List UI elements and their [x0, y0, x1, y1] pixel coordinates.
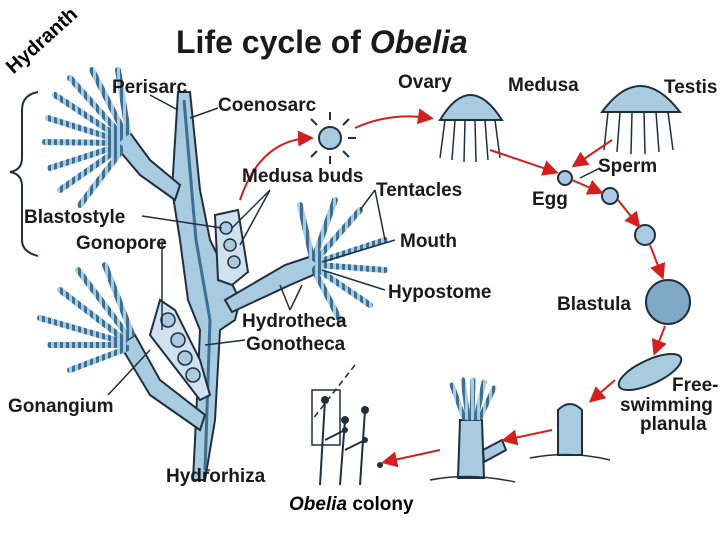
label-gonopore: Gonopore: [76, 233, 167, 254]
young-polyp: [429, 377, 516, 483]
label-testis: Testis: [664, 77, 718, 98]
label-gonotheca: Gonotheca: [246, 334, 346, 355]
medusa-testis: [600, 85, 683, 155]
diagram-title: Life cycle of Obelia: [176, 24, 468, 61]
upper-hydranth: [42, 67, 182, 208]
planula-larva: [617, 352, 683, 392]
label-ovary: Ovary: [398, 72, 452, 93]
label-tentacles: Tentacles: [376, 180, 463, 201]
gonangium: [148, 298, 212, 402]
label-obelia-colony: Obelia colony: [289, 494, 414, 516]
label-free: Free-: [672, 375, 719, 396]
egg-cell: [557, 170, 573, 186]
settled-planula: [529, 403, 611, 461]
label-egg: Egg: [532, 189, 568, 210]
label-blastula: Blastula: [557, 294, 631, 315]
colony-suffix: colony: [347, 494, 414, 515]
label-mouth: Mouth: [400, 231, 457, 252]
title-genus: Obelia: [369, 24, 468, 60]
leader-lines: [107, 94, 601, 471]
title-prefix: Life cycle of: [176, 24, 370, 60]
label-medusa: Medusa: [508, 75, 579, 96]
label-blastostyle: Blastostyle: [24, 207, 126, 228]
obelia-colony: [311, 389, 383, 486]
blastula-cell: [645, 279, 691, 325]
label-hydrorhiza: Hydrorhiza: [166, 466, 266, 487]
label-perisarc: Perisarc: [112, 77, 188, 98]
cycle-arrows: [239, 108, 667, 468]
label-coenosarc: Coenosarc: [218, 95, 317, 116]
colony-genus: Obelia: [289, 494, 348, 515]
label-medusa-buds: Medusa buds: [242, 166, 364, 187]
label-planula: planula: [640, 414, 707, 435]
label-hypostome: Hypostome: [388, 282, 492, 303]
right-hydranth: [223, 197, 388, 323]
main-stem: [170, 91, 242, 481]
label-gonangium: Gonangium: [8, 396, 114, 417]
free-medusa-bud: [304, 112, 356, 164]
hydranth-bracket: [9, 91, 39, 257]
colony-link: [311, 364, 356, 421]
cleavage-stage: [634, 224, 656, 246]
label-swimming: swimming: [620, 395, 713, 416]
upper-gonangium: [213, 208, 250, 287]
label-hydrotheca: Hydrotheca: [242, 311, 347, 332]
zygote: [601, 187, 619, 205]
label-sperm: Sperm: [598, 156, 658, 177]
medusa-ovary: [438, 94, 504, 163]
